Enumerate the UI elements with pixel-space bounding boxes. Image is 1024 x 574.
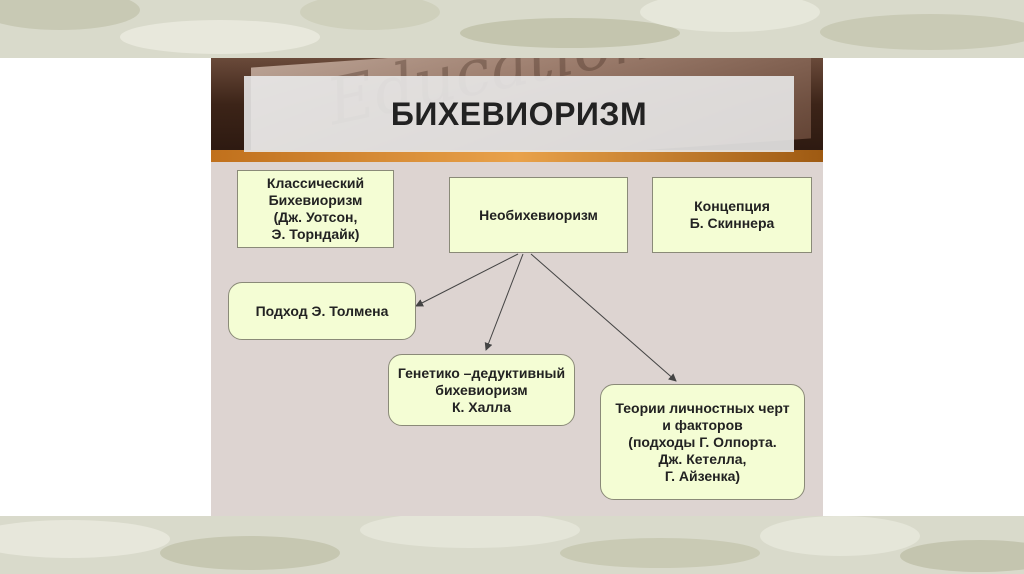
slide: Education БИХЕВИОРИЗМ Классический Бихев… bbox=[211, 58, 823, 516]
node-hull-behaviorism: Генетико –дедуктивный бихевиоризм К. Хал… bbox=[388, 354, 575, 426]
title-banner: Education БИХЕВИОРИЗМ bbox=[211, 58, 823, 162]
arrow-to-tolman bbox=[415, 253, 519, 307]
arrows-layer bbox=[415, 253, 677, 382]
node-line: К. Халла bbox=[451, 398, 511, 415]
node-classic-behaviorism: Классический Бихевиоризм (Дж. Уотсон, Э.… bbox=[237, 170, 394, 248]
node-line: Классический bbox=[266, 175, 365, 191]
banner-stripe bbox=[211, 150, 823, 162]
slide-title: БИХЕВИОРИЗМ bbox=[390, 95, 648, 132]
node-line: (Дж. Уотсон, bbox=[273, 209, 358, 225]
arrow-to-traits bbox=[530, 253, 677, 382]
node-line: Концепция bbox=[694, 198, 770, 214]
node-line: Дж. Кетелла, bbox=[658, 450, 747, 467]
arrow-to-hull bbox=[484, 253, 524, 351]
node-line: Бихевиоризм bbox=[268, 192, 363, 208]
camouflage-band-top bbox=[0, 0, 1024, 58]
node-line: и факторов bbox=[662, 416, 743, 433]
node-line: бихевиоризм bbox=[435, 381, 528, 398]
node-line: Генетико –дедуктивный bbox=[397, 364, 566, 381]
title-box: БИХЕВИОРИЗМ bbox=[244, 76, 794, 152]
node-trait-theories: Теории личностных черт и факторов (подхо… bbox=[600, 384, 805, 500]
node-line: Подход Э. Толмена bbox=[255, 302, 389, 319]
node-tolman-approach: Подход Э. Толмена bbox=[228, 282, 416, 340]
node-line: Г. Айзенка) bbox=[664, 467, 741, 484]
node-line: Необихевиоризм bbox=[479, 206, 598, 223]
node-neobehaviorism: Необихевиоризм bbox=[449, 177, 628, 253]
node-line: Э. Торндайк) bbox=[271, 226, 360, 242]
node-line: Б. Скиннера bbox=[689, 215, 775, 231]
node-line: (подходы Г. Олпорта. bbox=[628, 433, 777, 450]
node-line: Теории личностных черт bbox=[615, 399, 790, 416]
node-skinner-concept: Концепция Б. Скиннера bbox=[652, 177, 812, 253]
camouflage-band-bottom bbox=[0, 516, 1024, 574]
